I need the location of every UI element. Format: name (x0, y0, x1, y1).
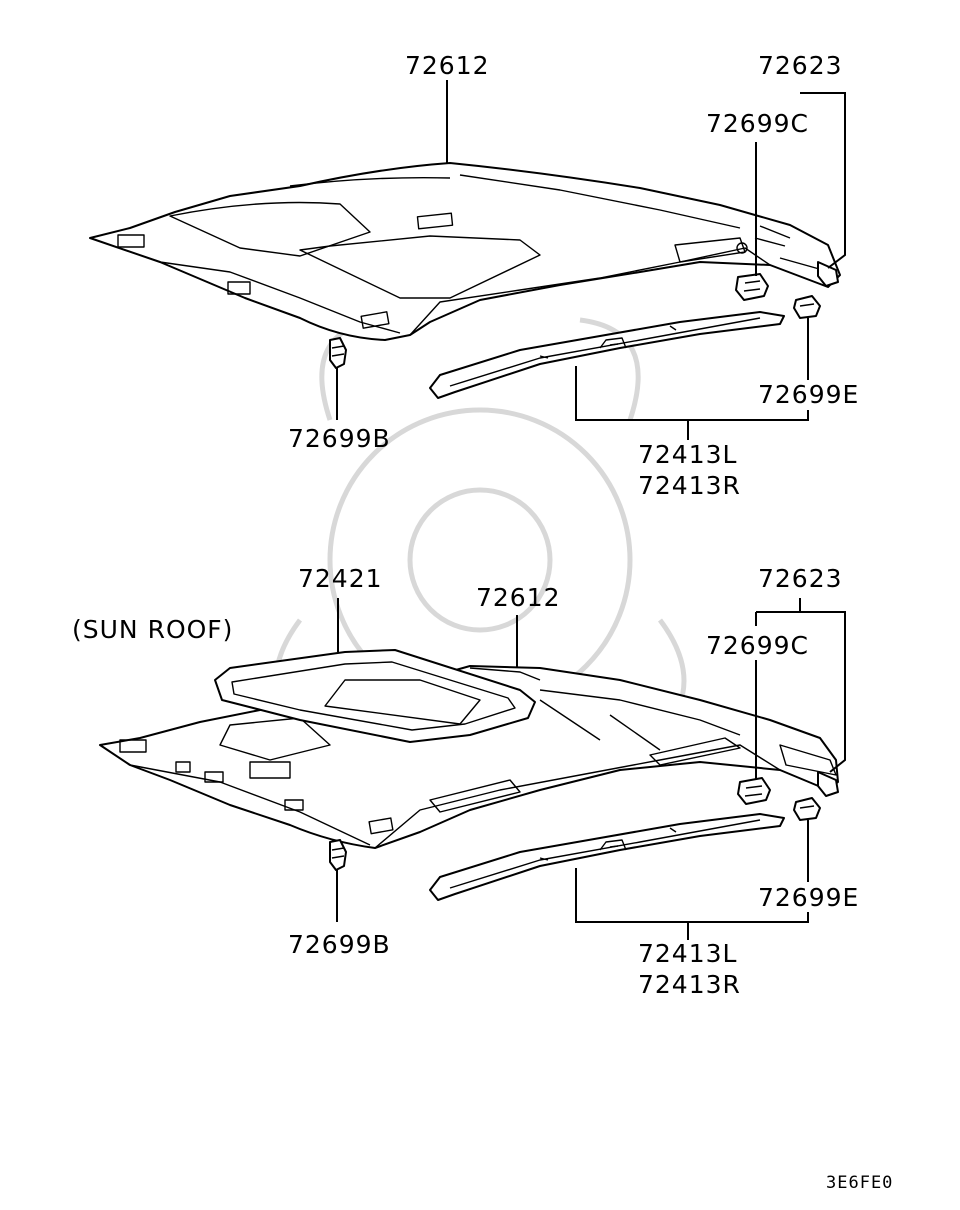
lower-clip-c-part (737, 777, 771, 805)
upper-rail-part (429, 311, 785, 399)
lower-leader-lines (336, 598, 846, 940)
upper-clip-c-part (735, 273, 769, 301)
sunroof-title: (SUN ROOF) (72, 615, 233, 644)
lower-label-72612: 72612 (476, 583, 561, 612)
upper-leader-lines (336, 80, 846, 440)
lower-sunroof-trim-part (214, 649, 536, 743)
lower-clip-e-part (793, 797, 821, 821)
upper-clip-e-part (793, 295, 821, 319)
lower-assembly: (SUN ROOF) (72, 564, 859, 999)
upper-assembly: 72612 72623 72699C 72699E 72699B 72413L … (89, 51, 859, 500)
upper-label-72699e: 72699E (758, 380, 859, 409)
lower-label-72699e: 72699E (758, 883, 859, 912)
upper-label-72699c: 72699C (706, 109, 809, 138)
lower-label-72699c: 72699C (706, 631, 809, 660)
lower-rail-part (429, 813, 785, 901)
upper-label-72612: 72612 (405, 51, 490, 80)
lower-label-72699b: 72699B (288, 930, 391, 959)
lower-bracket-part (817, 771, 839, 797)
upper-label-72413l: 72413L (638, 440, 737, 469)
lower-label-72413r: 72413R (638, 970, 741, 999)
upper-label-72623: 72623 (758, 51, 843, 80)
diagram-code: 3E6FE0 (826, 1173, 893, 1193)
lower-label-72623: 72623 (758, 564, 843, 593)
lower-label-72413l: 72413L (638, 939, 737, 968)
lower-label-72421: 72421 (298, 564, 383, 593)
upper-label-72413r: 72413R (638, 471, 741, 500)
upper-headlining-part (89, 162, 841, 341)
upper-label-72699b: 72699B (288, 424, 391, 453)
upper-screw-b-part (329, 337, 347, 369)
upper-bracket-part (817, 261, 839, 287)
lower-screw-b-part (329, 839, 347, 871)
